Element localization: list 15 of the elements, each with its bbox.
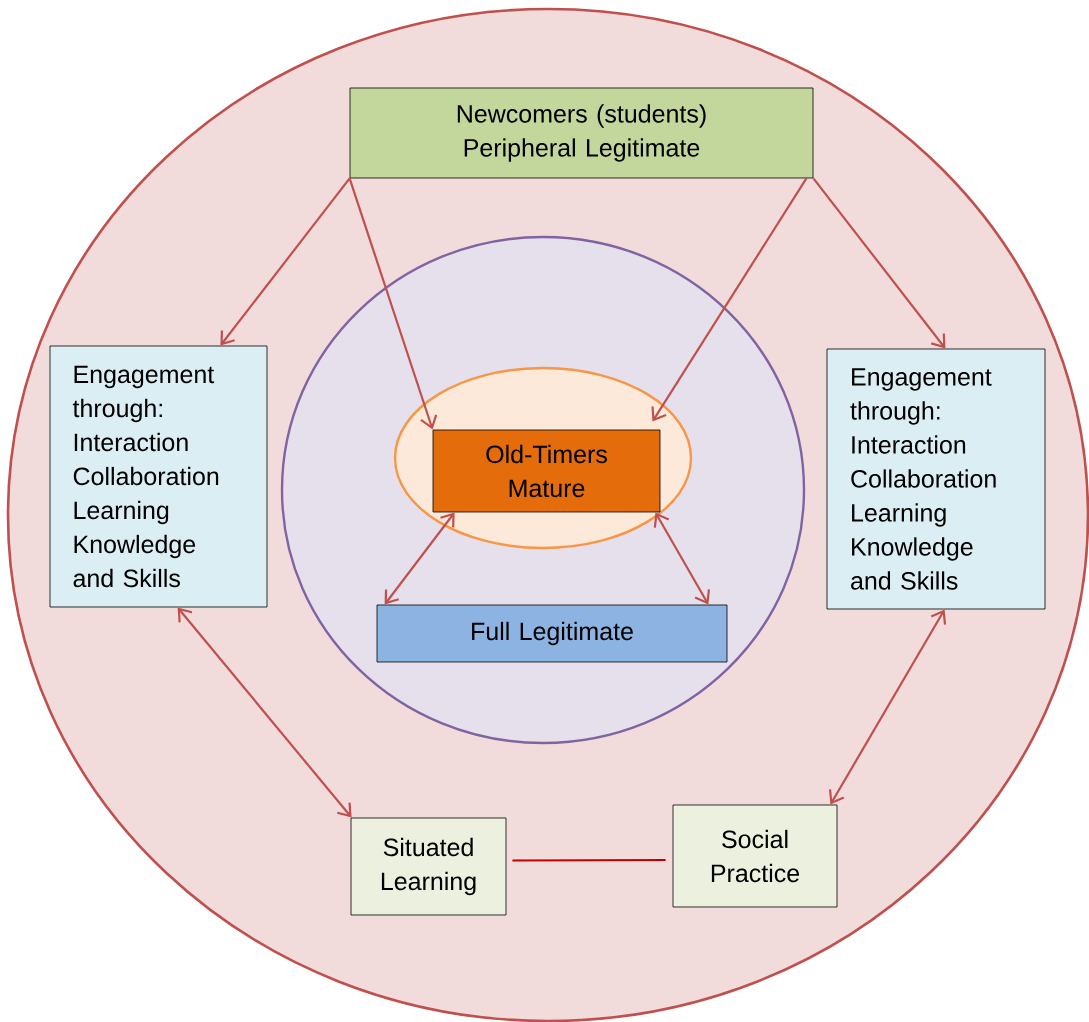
- arrow: [220, 177, 351, 346]
- arrow: [651, 177, 808, 422]
- old-timers-box: Old-Timers Mature: [432, 429, 661, 513]
- engagement-box: Engagement through: Interaction Collaboration Learning Knowledge and Skills: [49, 345, 268, 608]
- arrow: [653, 512, 711, 605]
- arrow: [348, 178, 438, 430]
- arrow: [812, 177, 946, 349]
- full-legitimate-box: Full Legitimate: [376, 604, 728, 663]
- social-practice-box: Social Practice: [672, 804, 838, 908]
- arrow: [828, 609, 947, 805]
- arrow: [384, 512, 455, 605]
- arrow: [177, 607, 352, 818]
- situated-learning-box: Situated Learning: [350, 817, 507, 916]
- newcomers-box: Newcomers (students) Peripheral Legitimate: [349, 87, 814, 179]
- engagement-box: Engagement through: Interaction Collaboration Learning Knowledge and Skills: [826, 348, 1046, 610]
